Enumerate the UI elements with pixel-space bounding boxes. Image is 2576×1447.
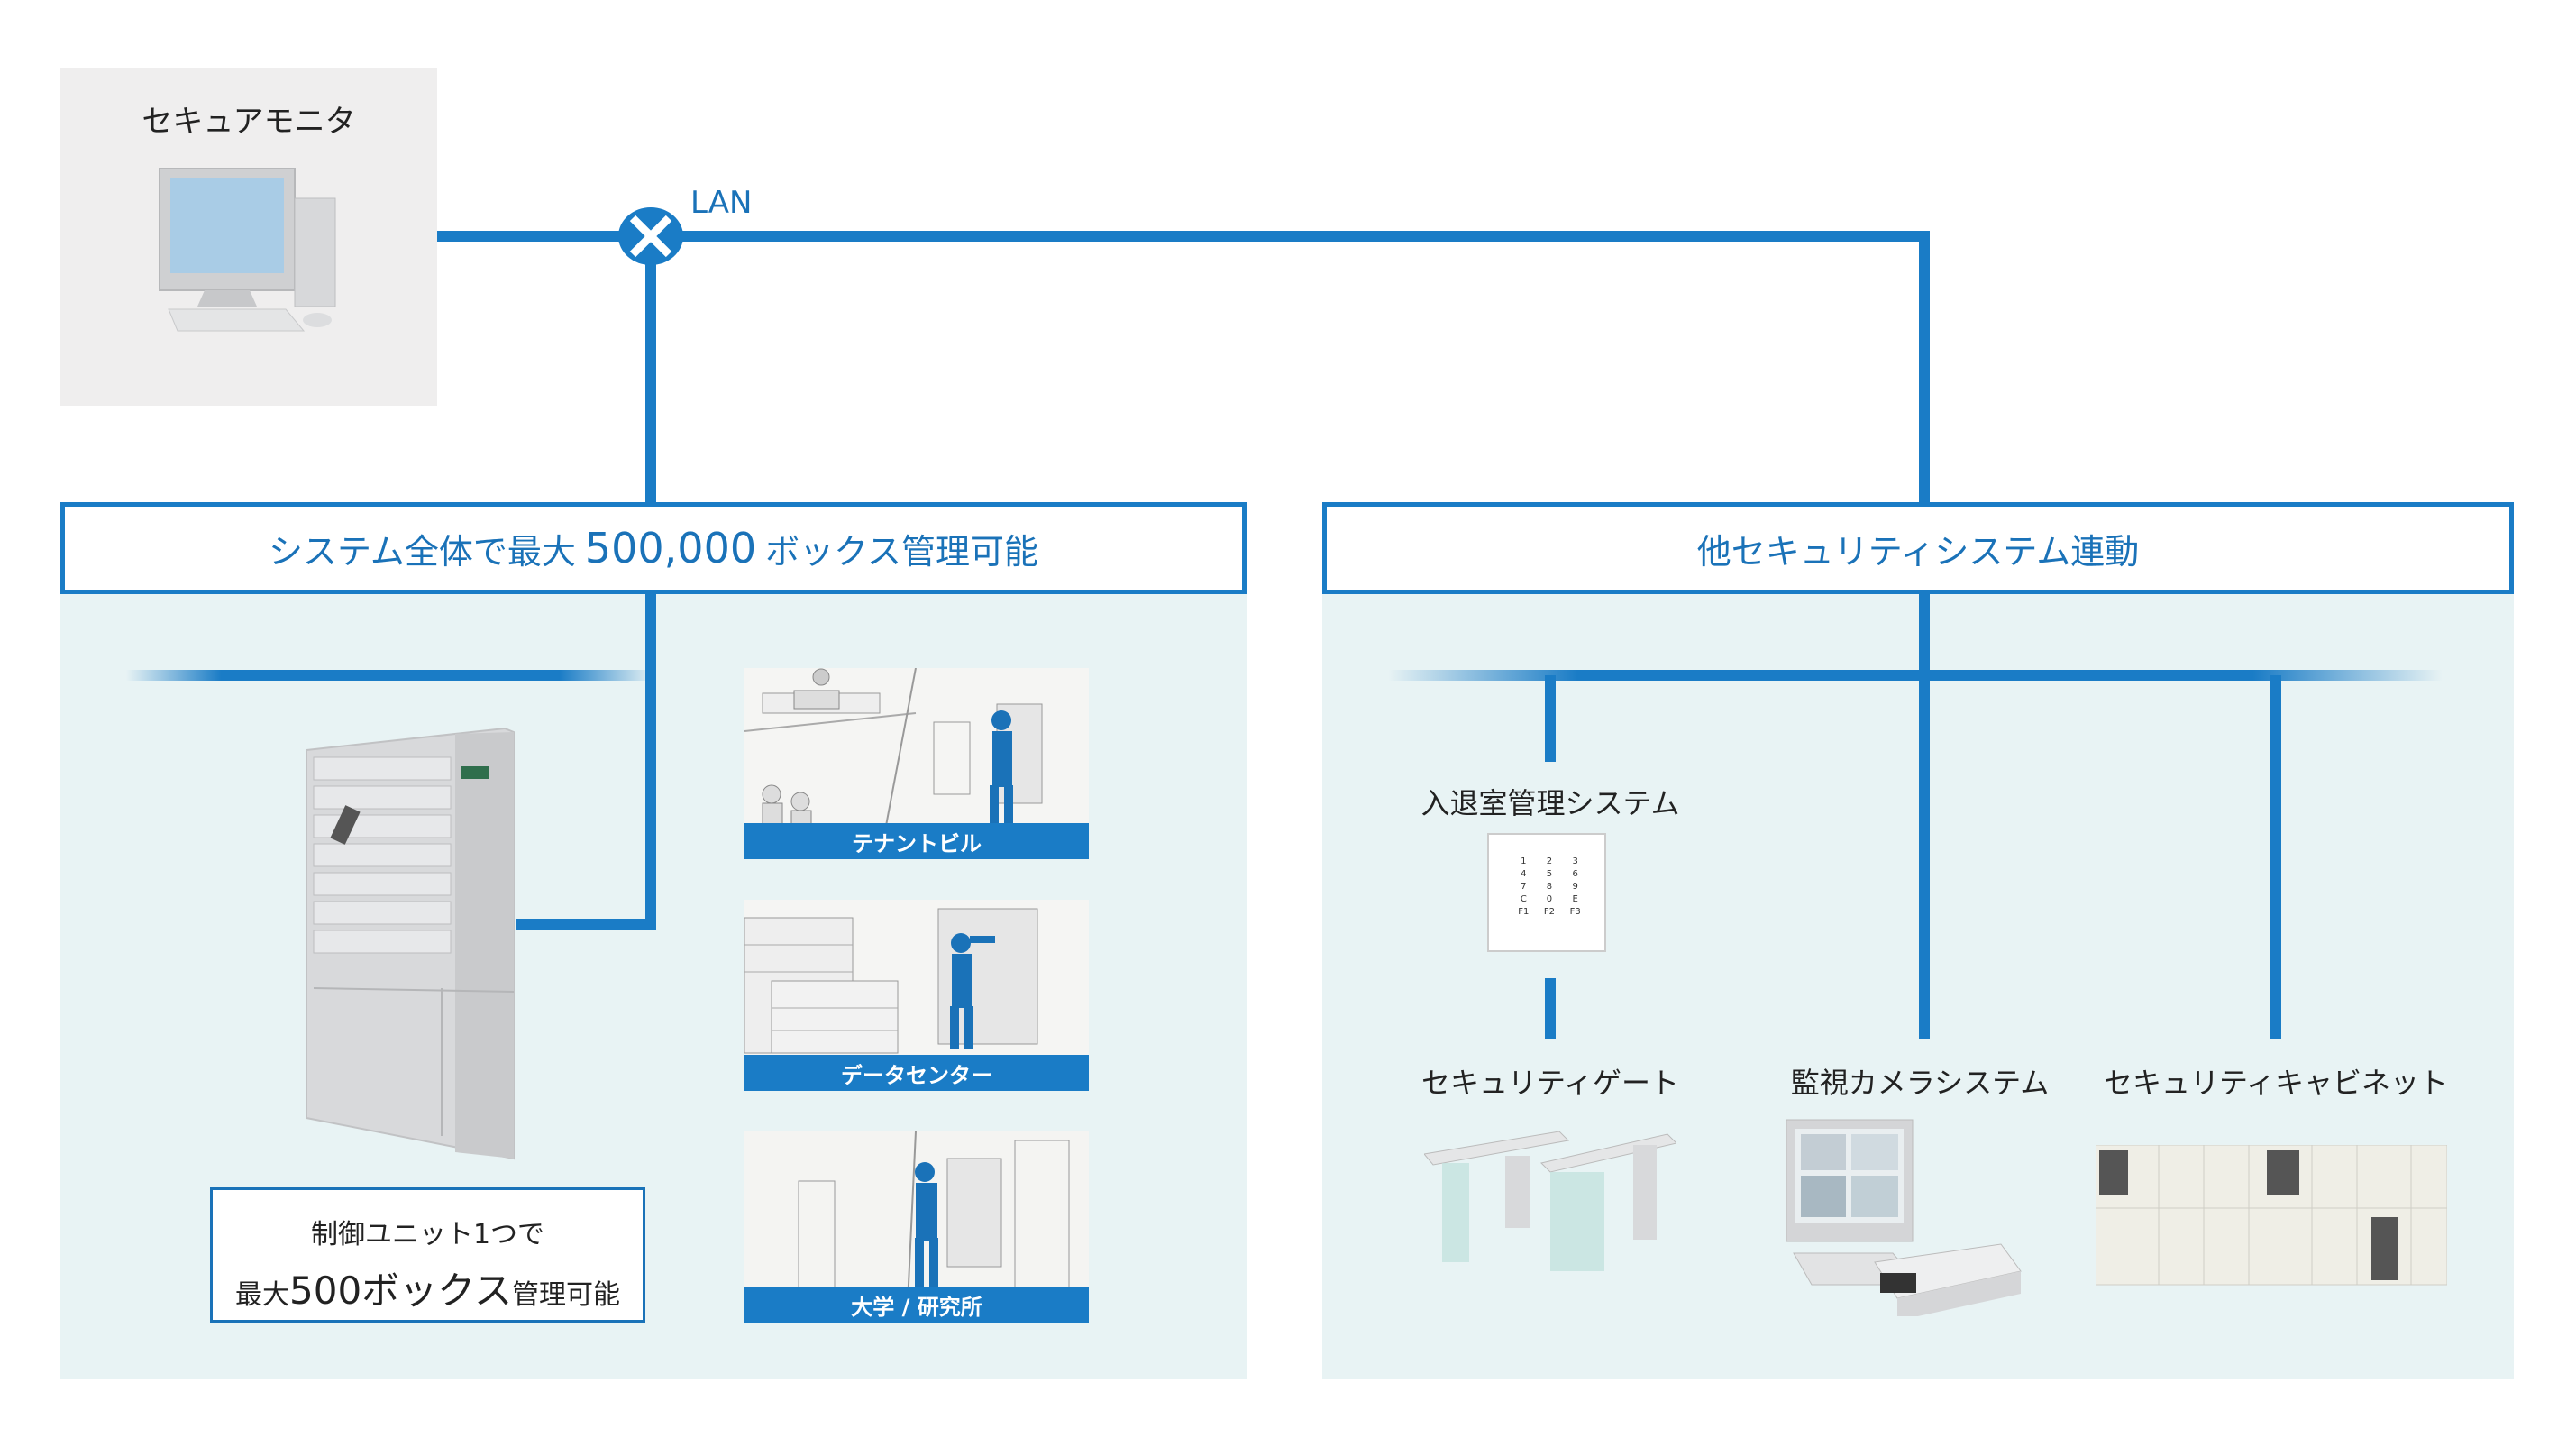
locker-unit-illustration xyxy=(306,727,515,1160)
scene-label-datacenter: データセンター xyxy=(744,1055,1089,1091)
keypad-key: 7 xyxy=(1521,882,1527,892)
security-cabinet-label: セキュリティキャビネット xyxy=(2103,1066,2449,1100)
lan-line-horizontal xyxy=(437,231,1930,242)
callout-suffix: 管理可能 xyxy=(511,1279,620,1311)
cabinet-connector xyxy=(2270,675,2281,1039)
control-unit-callout: 制御ユニット1つで 最大500ボックス管理可能 xyxy=(210,1187,645,1323)
keypad-key: 5 xyxy=(1546,869,1553,879)
security-cabinet-illustration xyxy=(2096,1145,2447,1286)
secure-monitor-title: セキュアモニタ xyxy=(142,104,356,140)
keypad-key: 4 xyxy=(1521,869,1527,879)
keypad-key: 0 xyxy=(1546,894,1553,904)
scene-label-university: 大学 / 研究所 xyxy=(744,1287,1089,1323)
header-suffix: ボックス管理可能 xyxy=(765,531,1038,572)
callout-line2: 最大500ボックス管理可能 xyxy=(213,1260,643,1315)
scene-tenant-building: テナントビル xyxy=(744,668,1089,859)
right-trunk-line xyxy=(1919,594,1930,1039)
callout-line1: 制御ユニット1つで xyxy=(310,1219,545,1250)
camera-system-label: 監視カメラシステム xyxy=(1790,1066,2050,1100)
lan-line-left-drop xyxy=(645,236,656,504)
access-system-label: 入退室管理システム xyxy=(1420,786,1680,820)
scene-university: 大学 / 研究所 xyxy=(744,1131,1089,1323)
keypad-key: F2 xyxy=(1543,907,1556,917)
left-trunk-line xyxy=(645,594,656,930)
header-prefix: システム全体で最大 xyxy=(269,531,576,572)
keypad-key: 8 xyxy=(1546,882,1553,892)
access-connector xyxy=(1545,675,1556,762)
scene-label-tenant: テナントビル xyxy=(744,823,1089,859)
keypad-key: F3 xyxy=(1569,907,1581,917)
keypad-key: F1 xyxy=(1518,907,1530,917)
secure-monitor-box: セキュアモニタ xyxy=(60,68,437,406)
keypad-key: 1 xyxy=(1521,856,1527,866)
left-unit-connector xyxy=(516,919,656,930)
right-panel-header: 他セキュリティシステム連動 xyxy=(1322,502,2514,594)
data-center-illustration xyxy=(744,908,1038,1054)
lan-label: LAN xyxy=(690,185,753,221)
left-panel-header: システム全体で最大 500,000 ボックス管理可能 xyxy=(60,502,1247,594)
keypad-key: 9 xyxy=(1572,882,1578,892)
keypad-key: 2 xyxy=(1546,856,1553,866)
lan-line-right-drop xyxy=(1919,231,1930,504)
scene-data-center: データセンター xyxy=(744,900,1089,1091)
camera-system-illustration xyxy=(1786,1119,2022,1316)
right-bus-bar xyxy=(1388,670,2443,681)
right-header-text: 他セキュリティシステム連動 xyxy=(1696,531,2140,572)
computer-icon xyxy=(159,168,336,332)
left-bus-bar xyxy=(126,670,654,681)
header-number: 500,000 xyxy=(584,524,757,572)
callout-big: 500ボックス xyxy=(289,1268,512,1313)
callout-prefix: 最大 xyxy=(235,1279,290,1311)
keypad-key: 3 xyxy=(1572,856,1578,866)
lan-hub-icon xyxy=(618,207,683,265)
security-gate-illustration xyxy=(1424,1131,1676,1271)
keypad-key: C xyxy=(1520,894,1527,904)
gate-connector xyxy=(1545,978,1556,1039)
keypad-key: 6 xyxy=(1572,869,1578,879)
keypad-key: E xyxy=(1572,894,1578,904)
security-gate-label: セキュリティゲート xyxy=(1420,1066,1680,1100)
